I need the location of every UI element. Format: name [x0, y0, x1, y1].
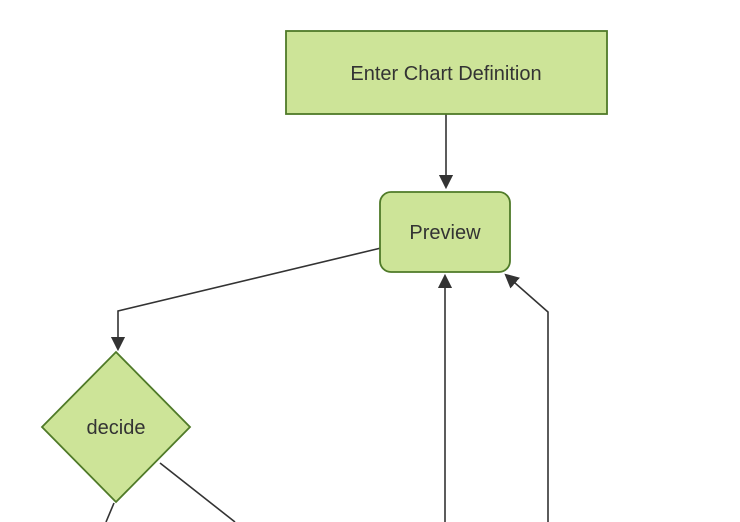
- edge-preview-to-decide: [110, 247, 382, 352]
- edge-bottom-into-preview-diagonal: [504, 273, 549, 522]
- node-enter-chart-definition: Enter Chart Definition: [285, 30, 608, 115]
- decide-label: decide: [87, 417, 146, 439]
- preview-label: Preview: [409, 222, 481, 244]
- node-decide: decide: [40, 350, 192, 504]
- node-preview: Preview: [379, 191, 511, 273]
- edge-decide-to-offscreen-right: [159, 462, 236, 522]
- decide-shape: [40, 350, 192, 504]
- enter-chart-definition-label: Enter Chart Definition: [350, 63, 541, 85]
- enter-chart-definition-shape: [285, 30, 608, 115]
- edge-decide-to-offscreen-left: [105, 502, 115, 522]
- edge-layer: [105, 114, 549, 522]
- preview-shape: [379, 191, 511, 273]
